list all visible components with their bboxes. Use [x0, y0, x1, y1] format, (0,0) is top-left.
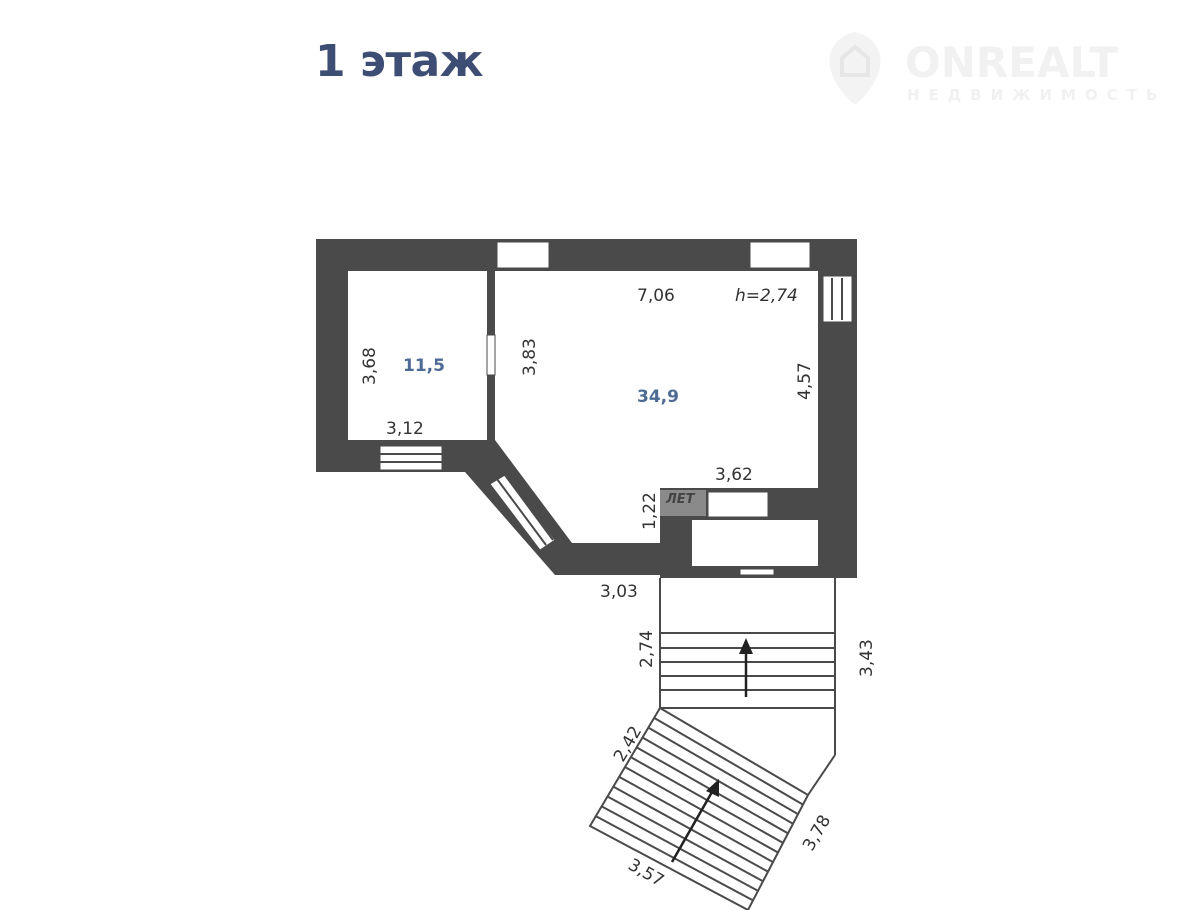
stair-tread	[653, 716, 804, 806]
stair-tread	[647, 726, 799, 816]
window-lines	[380, 278, 843, 546]
dim-main-right-height: 4,57	[795, 362, 815, 400]
dim-left-room-width: 3,12	[386, 419, 424, 439]
stairs-straight	[659, 578, 836, 796]
room-area-main: 34,9	[637, 387, 679, 407]
watermark-patch	[660, 490, 706, 516]
watermark-text: ЛЕТ	[665, 492, 696, 507]
dim-stair2-right: 3,78	[799, 812, 835, 855]
dim-main-left-height: 3,83	[520, 338, 540, 376]
dim-niche-width: 3,62	[715, 465, 753, 485]
dim-porch-width: 3,03	[600, 582, 638, 602]
arrow-up-icon	[739, 638, 753, 697]
logo-tagline: НЕДВИЖИМОСТЬ	[907, 86, 1166, 104]
logo-name: ONREALT	[905, 38, 1118, 87]
dim-stair2-bottom: 3,57	[625, 855, 668, 891]
dim-stair2-left: 2,42	[610, 723, 646, 766]
dim-stair1-left: 2,74	[637, 630, 657, 668]
room-area-left: 11,5	[403, 356, 445, 376]
floor-title: 1 этаж	[315, 36, 484, 87]
arrow-diagonal-icon	[670, 779, 719, 863]
dim-left-room-height: 3,68	[360, 347, 380, 385]
ceiling-height: h=2,74	[735, 286, 798, 306]
dim-main-width: 7,06	[637, 286, 675, 306]
dim-stair1-right: 3,43	[857, 639, 877, 677]
onrealt-logo: ONREALT НЕДВИЖИМОСТЬ	[829, 32, 1166, 105]
dim-niche-depth: 1,22	[640, 492, 660, 530]
